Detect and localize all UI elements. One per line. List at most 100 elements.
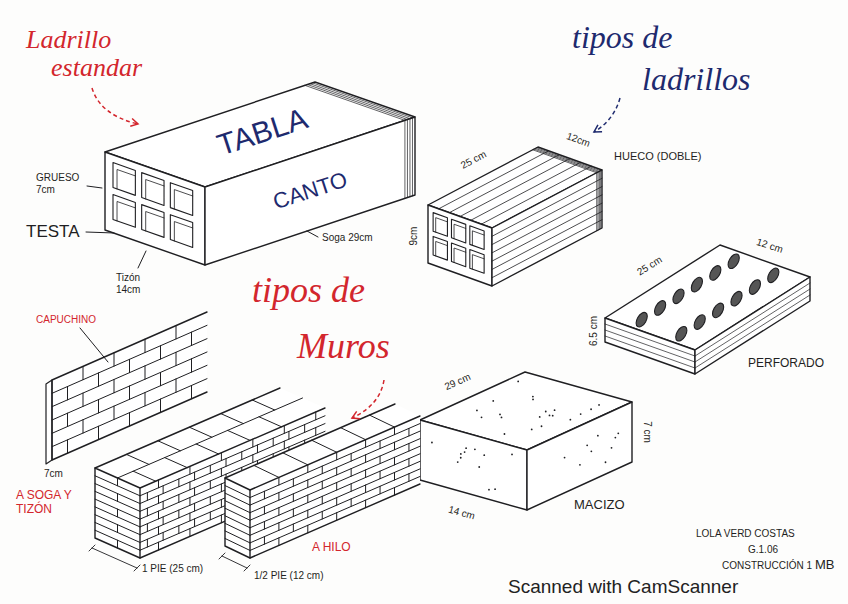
texture-dot [481,416,483,418]
drawing-line [293,524,294,532]
watermark: Scanned with CamScanner [508,575,738,598]
texture-dot [499,414,501,416]
texture-dot [597,435,599,437]
texture-dot [494,488,496,490]
drawing-line [365,485,366,493]
author-note: G.1.06 [748,544,778,556]
label-holder: 7 cm [641,421,653,443]
groove-line [492,211,602,269]
drawing-line [365,455,366,463]
label-holder: MACIZO [574,497,625,513]
drawing-line [95,530,140,550]
drawing-line [158,496,159,504]
drawing-line [341,428,366,440]
wall-outline [225,404,420,490]
dimension-label: 9cm [408,227,420,246]
brick-end-face [105,152,205,265]
drawing-line [189,466,190,474]
label-holder: A SOGA Y TIZÓN [16,488,74,516]
dimension-label: 1/2 PIE (12 cm) [254,570,323,582]
label-holder: 25 cm [635,254,664,279]
groove-line [439,151,549,209]
type-name: A SOGA Y TIZÓN [16,488,74,516]
wall-side [250,416,420,558]
wall-outline [225,478,420,558]
texture-dot [614,437,616,439]
texture-dot [617,432,619,434]
texture-dot [552,415,554,417]
drawing-line [191,385,192,398]
dimension-tick [134,565,140,571]
drawing-line [95,499,140,519]
drawing-line [250,424,420,498]
drawing-line [95,507,140,527]
label-holder: tipos de ladrillos [572,16,767,100]
label-holder: Scanned with CamScanner [508,575,738,598]
texture-dot [545,411,547,413]
drawing-line [117,540,118,548]
drawing-line [278,508,279,516]
dimension-tick [219,553,225,559]
groove-line [460,159,570,217]
shade-hatch [598,172,599,230]
drawing-line [158,527,159,535]
drawing-line [95,522,140,542]
wall-edge [46,380,52,464]
drawing-line [252,400,275,410]
pointer-arrow [594,98,620,132]
label-holder: HUECO (DOBLE) [614,150,701,163]
drawing-line [145,366,146,379]
texture-dot [457,461,459,463]
dimension-tick [244,565,250,571]
drawing-line [351,484,352,492]
label-holder: LOLA VERD COSTAS [696,528,795,540]
drawing-line [178,510,179,518]
brick-hole [433,236,447,260]
drawing-line [158,480,159,488]
drawing-line [95,491,140,511]
drawings [46,82,810,571]
drawing-line [83,420,84,433]
drawing-line [241,452,242,460]
label-holder: GRUESO 7cm [36,172,84,196]
drawing-line [210,496,211,504]
brick-hole [142,173,164,206]
layer-line [605,336,695,368]
texture-dot [580,413,582,415]
drawing-line [226,459,227,467]
drawing-line [278,493,279,501]
drawing-line [129,359,130,372]
drawing-line [189,513,190,521]
drawing-line [210,512,211,520]
drawing-line [283,453,308,465]
drawing-line [52,339,207,407]
label-holder: 25 cm [459,148,489,171]
hole-depth [454,224,466,238]
shade-hatch [537,148,601,171]
drawing-line [98,400,99,413]
perforation [634,310,650,328]
shade-hatch [310,84,410,119]
texture-dot [532,396,534,398]
drawing-line [191,332,192,345]
wall-end [95,468,140,558]
drawing-line [160,399,161,412]
drawing-line [380,486,381,494]
drawing-line [163,486,164,494]
drawing-line [284,441,285,449]
shade-hatch [404,120,405,198]
wall-outline [249,490,250,558]
drawing-line [221,453,222,461]
drawing-line [158,542,159,550]
drawing-line [225,493,250,505]
drawing-line [293,494,294,502]
texture-dot [492,400,494,402]
shade-hatch [599,171,600,229]
drawing-line [225,501,250,513]
dimension-label: Tizón 14cm [116,272,158,296]
wall-end [225,478,250,558]
brick-side-face [492,170,602,286]
drawing-line [160,346,161,359]
drawing-line [178,526,179,534]
